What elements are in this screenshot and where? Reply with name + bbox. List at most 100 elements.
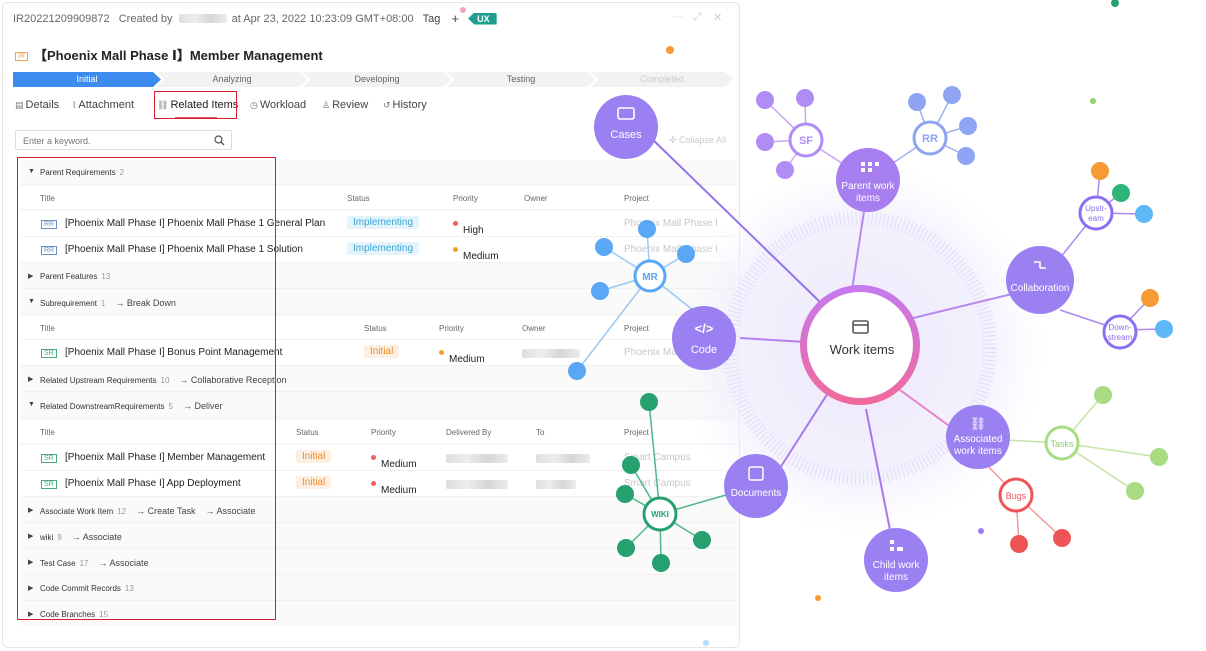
project-cell: Phoenix Mall Phase I (624, 218, 718, 229)
close-icon[interactable]: ✕ (713, 12, 723, 24)
stage-analyzing[interactable]: Analyzing (157, 72, 307, 87)
status-badge: Initial (364, 345, 400, 358)
tab-related-items-label: Related Items (170, 99, 239, 111)
tab-workload[interactable]: ◷Workload (250, 99, 306, 111)
search-box (15, 130, 232, 150)
priority-dot (371, 480, 376, 486)
stage-completed[interactable]: Completed (591, 72, 733, 87)
expand-arrow-icon[interactable]: ▶ (28, 533, 34, 540)
tasks-node-label: Tasks (1050, 439, 1074, 449)
col-status: Status (347, 194, 370, 203)
more-icon[interactable]: ··· (673, 11, 684, 23)
expand-arrow-icon[interactable]: ▶ (28, 376, 34, 383)
priority-label: Medium (381, 459, 417, 470)
collaboration-node[interactable]: Collaboration (1006, 246, 1074, 314)
associate-button[interactable]: → Associate (98, 558, 149, 568)
add-tag-button[interactable]: + (451, 11, 460, 26)
work-items-center-node[interactable]: Work items (800, 285, 920, 405)
status-badge: Implementing (347, 242, 420, 255)
expand-arrow-icon[interactable]: ▼ (28, 168, 35, 175)
deliver-button[interactable]: → Deliver (182, 401, 223, 411)
expand-icon[interactable]: ⤢ (693, 11, 702, 23)
col-priority: Priority (439, 324, 464, 333)
expand-arrow-icon[interactable]: ▶ (28, 507, 34, 514)
expand-arrow-icon[interactable]: ▼ (28, 401, 35, 408)
downstream-node[interactable]: Down- stream (1102, 314, 1138, 350)
sf-node[interactable]: SF (788, 122, 824, 158)
tab-review[interactable]: ♙Review (322, 99, 368, 111)
child-work-items-node[interactable]: Child work items (864, 528, 928, 592)
col-project: Project (624, 428, 649, 437)
rr-node[interactable]: RR (912, 120, 948, 156)
create-task-button[interactable]: → Create Task (136, 506, 196, 516)
expand-arrow-icon[interactable]: ▶ (28, 611, 34, 618)
work-item-panel: IR20221209909872 Created by at Apr 23, 2… (2, 2, 740, 648)
col-project: Project (624, 194, 649, 203)
expand-arrow-icon[interactable]: ▶ (28, 273, 34, 280)
child-work-items-label-2: items (884, 572, 908, 583)
row-title[interactable]: [Phoenix Mall Phase I] Phoenix Mall Phas… (65, 244, 303, 255)
priority-label: Medium (463, 251, 499, 262)
parent-work-items-node[interactable]: Parent work items (836, 148, 900, 212)
search-input[interactable] (16, 132, 196, 150)
expand-arrow-icon[interactable]: ▶ (28, 585, 34, 592)
tag-label: Tag (422, 12, 441, 25)
project-cell: Smart Campus (624, 452, 691, 463)
stage-developing[interactable]: Developing (303, 72, 451, 87)
row-title[interactable]: [Phoenix Mall Phase I] App Deployment (65, 478, 241, 489)
tab-details[interactable]: ▤Details (15, 99, 59, 111)
associated-work-items-node[interactable]: ⛓ Associated work items (946, 405, 1010, 469)
section-count: 13 (124, 584, 134, 593)
bugs-node[interactable]: Bugs (998, 477, 1034, 513)
section-name: Test Case (40, 559, 76, 568)
tab-history[interactable]: ↺History (383, 99, 427, 111)
expand-arrow-icon[interactable]: ▼ (28, 298, 35, 305)
collaborative-reception-button[interactable]: → Collaborative Reception (179, 375, 287, 385)
stage-initial[interactable]: Initial (13, 72, 161, 87)
break-down-button[interactable]: → Break Down (115, 298, 176, 308)
tab-attachment[interactable]: ⌇Attachment (72, 99, 134, 111)
table-row[interactable]: RR [Phoenix Mall Phase I] Phoenix Mall P… (21, 211, 736, 237)
expand-arrow-icon[interactable]: ▶ (28, 559, 34, 566)
associate-button[interactable]: → Associate (71, 532, 122, 542)
type-badge: RR (41, 220, 58, 229)
col-delivered-by: Delivered By (446, 428, 492, 437)
delivered-by-blurred (446, 480, 508, 489)
row-title[interactable]: [Phoenix Mall Phase I] Phoenix Mall Phas… (65, 218, 326, 229)
ux-tag-badge[interactable]: UX (468, 12, 497, 25)
row-title[interactable]: [Phoenix Mall Phase I] Member Management (65, 452, 266, 463)
stage-testing[interactable]: Testing (447, 72, 595, 87)
tasks-node[interactable]: Tasks (1044, 425, 1080, 461)
col-title: Title (40, 324, 55, 333)
section-count: 13 (101, 272, 111, 281)
table-header: Title Status Priority Delivered By To Pr… (21, 420, 736, 444)
creator-name-blurred (178, 14, 227, 23)
section-count: 10 (160, 376, 170, 385)
col-owner: Owner (524, 194, 548, 203)
tab-related-items[interactable]: ⛓Related Items (157, 99, 238, 111)
priority-cell: Medium (371, 478, 417, 496)
tab-review-label: Review (332, 99, 369, 111)
collapse-all-button[interactable]: ✣ Collapse All (669, 135, 727, 145)
search-icon[interactable] (214, 135, 225, 146)
page-title: IR【Phoenix Mall Phase Ⅰ】Member Managemen… (15, 45, 323, 64)
table-header: Title Status Priority Owner Project (21, 186, 736, 210)
priority-label: High (463, 225, 484, 236)
collapse-all-label: Collapse All (679, 135, 727, 145)
project-cell: Phoenix Mall (624, 347, 682, 358)
associate-button[interactable]: → Associate (205, 506, 256, 516)
col-priority: Priority (371, 428, 396, 437)
tab-details-label: Details (25, 99, 60, 111)
sf-node-label: SF (799, 135, 813, 147)
clock-icon: ◷ (250, 100, 258, 110)
upstream-node[interactable]: Upstr- eam (1078, 195, 1114, 231)
section-name: wiki (40, 533, 54, 542)
row-title[interactable]: [Phoenix Mall Phase I] Bonus Point Manag… (65, 347, 283, 358)
owner-blurred (522, 349, 580, 358)
